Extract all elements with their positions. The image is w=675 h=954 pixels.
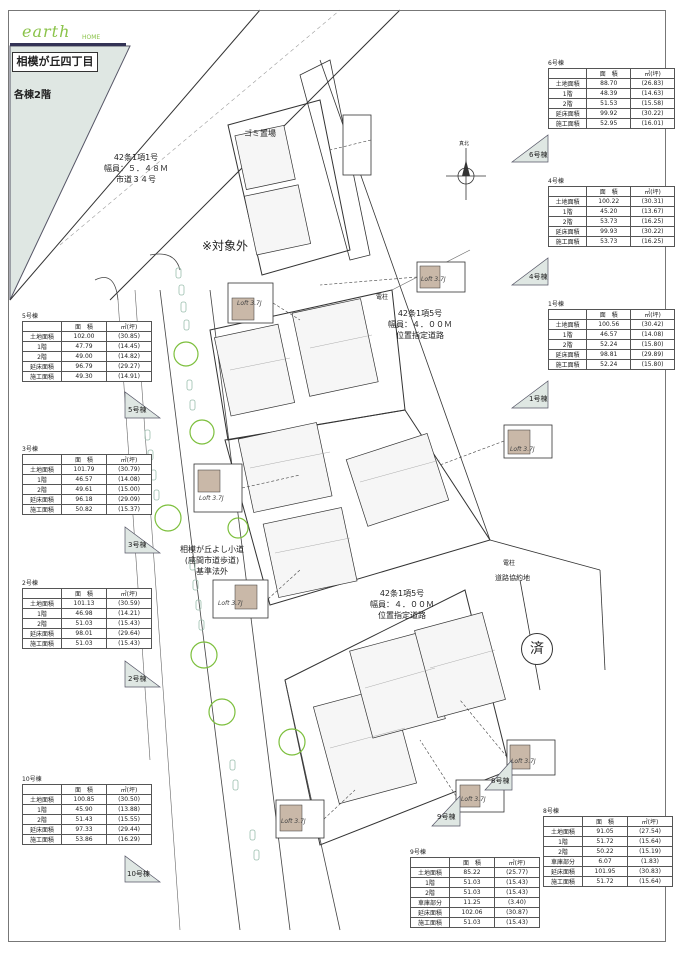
floors-note: 各棟2階 bbox=[14, 90, 51, 101]
table-title: 8号棟 bbox=[543, 808, 559, 815]
house-tag-5: 5号棟 bbox=[128, 406, 147, 414]
footpath-label: 相模が丘よし小道(座間市道歩道)基準法外 bbox=[180, 545, 244, 576]
house-tag-4: 4号棟 bbox=[529, 273, 548, 281]
company-logo: earth bbox=[22, 22, 71, 41]
pole-label-1: 電柱 bbox=[376, 294, 389, 301]
outside-scope-note: ※対象外 bbox=[202, 239, 249, 253]
road-agreement-label: 道路協約地 bbox=[495, 574, 530, 582]
house-tag-3: 3号棟 bbox=[128, 541, 147, 549]
garbage-label: ゴミ置場 bbox=[244, 129, 276, 138]
house-tag-6: 6号棟 bbox=[529, 151, 548, 159]
logo-subtext: HOME bbox=[82, 34, 101, 41]
loft-label: Loft 3.7J bbox=[199, 495, 224, 502]
loft-label: Loft 3.7J bbox=[237, 300, 262, 307]
table-title: 1号棟 bbox=[548, 301, 564, 308]
house-tag-9: 9号棟 bbox=[437, 813, 456, 821]
drawing-frame bbox=[8, 10, 666, 942]
page-title: 相模が丘四丁目 bbox=[12, 52, 98, 72]
house-tag-10: 10号棟 bbox=[127, 870, 150, 878]
north-label: 真北 bbox=[459, 141, 470, 147]
pole-label-2: 電柱 bbox=[503, 560, 516, 567]
table-title: 6号棟 bbox=[548, 60, 564, 67]
house-tag-8: 8号棟 bbox=[491, 777, 510, 785]
title-bar bbox=[10, 43, 126, 46]
table-title: 5号棟 bbox=[22, 313, 38, 320]
loft-label: Loft 3.7J bbox=[511, 758, 536, 765]
sold-mark: 済 bbox=[521, 633, 553, 665]
loft-label: Loft 3.7J bbox=[218, 600, 243, 607]
table-title: 9号棟 bbox=[410, 849, 426, 856]
house-tag-2: 2号棟 bbox=[128, 675, 147, 683]
house-tag-1: 1号棟 bbox=[529, 395, 548, 403]
table-title: 4号棟 bbox=[548, 178, 564, 185]
loft-label: Loft 3.7J bbox=[461, 796, 486, 803]
loft-label: Loft 3.7J bbox=[281, 818, 306, 825]
table-title: 3号棟 bbox=[22, 446, 38, 453]
loft-label: Loft 3.7J bbox=[421, 276, 446, 283]
table-title: 2号棟 bbox=[22, 580, 38, 587]
table-title: 10号棟 bbox=[22, 776, 42, 783]
loft-label: Loft 3.7J bbox=[510, 446, 535, 453]
